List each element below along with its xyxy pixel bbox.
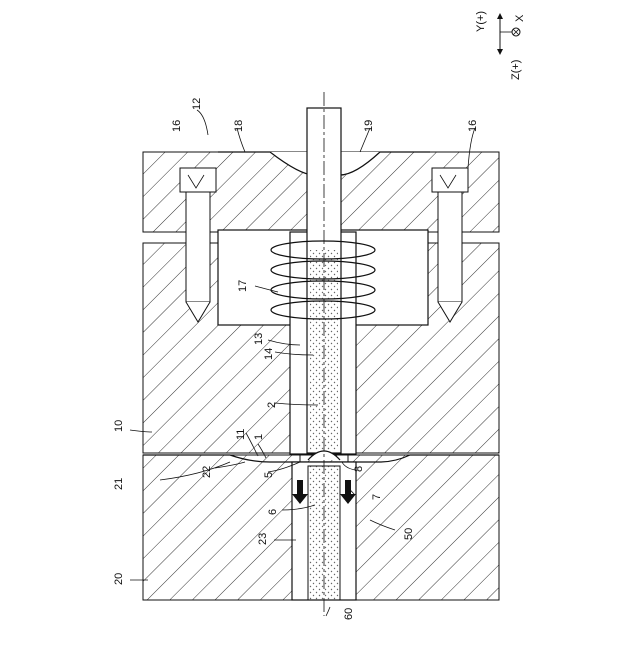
axis-z-label: Z(+) [510, 60, 522, 80]
label-60: 60 [343, 608, 355, 620]
axis-y-label: Y(+) [475, 11, 487, 32]
label-13: 13 [253, 333, 265, 345]
label-5: 5 [263, 472, 275, 478]
label-16-right: 16 [467, 120, 479, 132]
label-7: 7 [371, 494, 383, 500]
label-2: 2 [266, 402, 278, 408]
label-14: 14 [263, 348, 275, 360]
label-23: 23 [257, 533, 269, 545]
label-19: 19 [363, 120, 375, 132]
label-21: 21 [113, 478, 125, 490]
label-16-left: 16 [171, 120, 183, 132]
label-11: 11 [235, 429, 247, 440]
label-50: 50 [403, 528, 415, 540]
label-12: 12 [191, 98, 203, 110]
label-20: 20 [113, 573, 125, 585]
label-18: 18 [233, 120, 245, 132]
axis-indicator: Y(+) Z(+) X [475, 11, 526, 80]
label-8: 8 [353, 466, 365, 472]
label-10: 10 [113, 420, 125, 432]
label-1: 1 [253, 434, 265, 440]
label-6: 6 [267, 509, 279, 515]
label-22: 22 [201, 466, 213, 478]
axis-x-label: X [514, 14, 526, 22]
label-17: 17 [237, 280, 249, 292]
